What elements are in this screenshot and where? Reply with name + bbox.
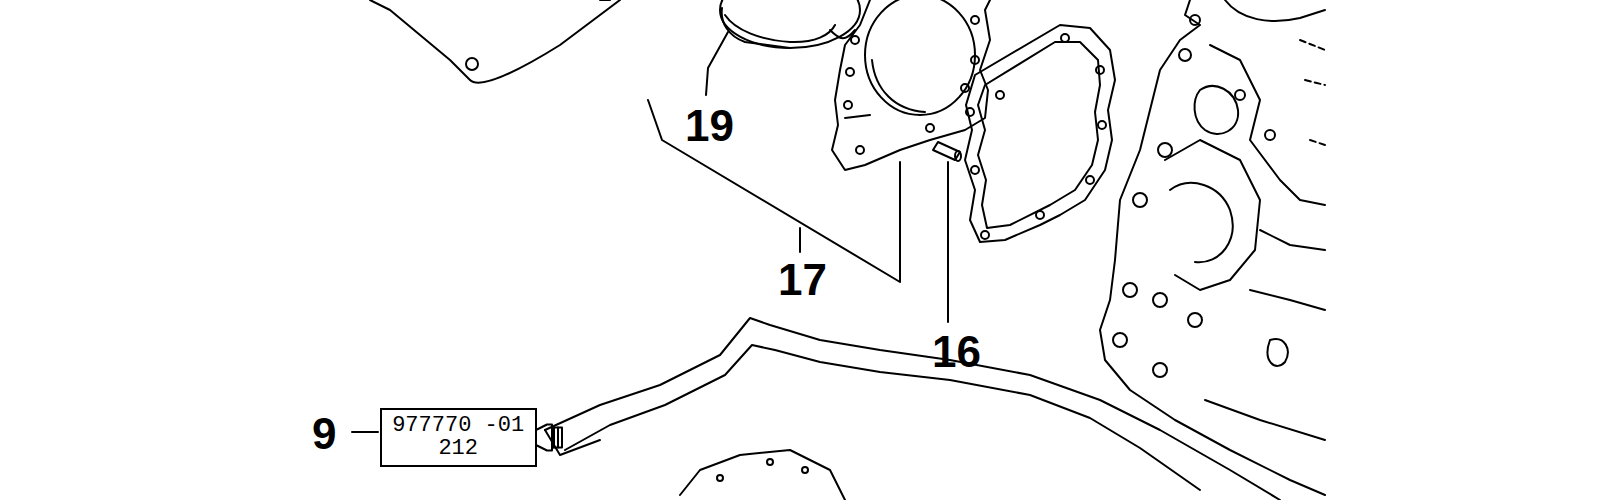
callout-number: 9 [312,412,336,456]
callout-number: 17 [778,258,827,302]
gasket-plate [832,0,990,170]
sealant-tube-nozzle [537,425,562,451]
bolt-hole [466,58,478,70]
callout-number: 19 [685,104,734,148]
part-number: 977770 -01212 [390,414,526,460]
cover-outline [370,0,620,83]
callout-number: 16 [932,330,981,374]
leader-lines [352,32,948,432]
gasket [965,25,1115,242]
dowel-pin [933,142,961,161]
sealant-tube: 977770 -01212 [380,408,537,467]
oil-seal [720,0,860,48]
oil-pan [545,318,1280,500]
engine-block [1100,0,1325,495]
cover-edge [600,0,610,1]
